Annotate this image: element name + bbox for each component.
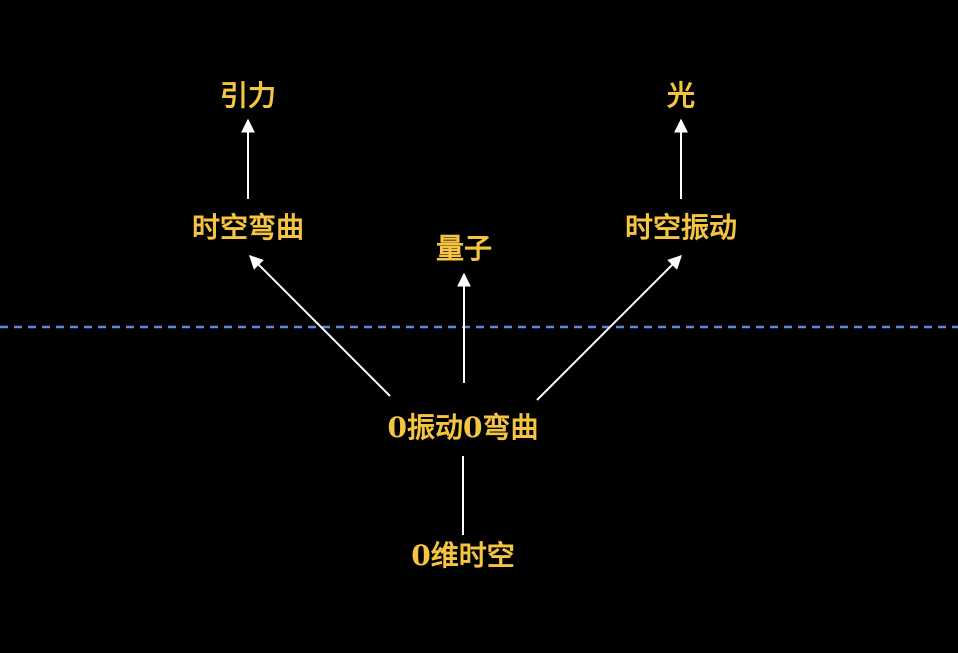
node-spacetime-curvature: 时空弯曲 xyxy=(191,211,305,244)
arrow-to-spacetime-vibration xyxy=(536,255,682,401)
node-spacetime-0d: 0维时空 xyxy=(411,539,515,572)
node-quantum: 量子 xyxy=(435,232,493,265)
node-light: 光 xyxy=(666,79,696,112)
node-gravity: 引力 xyxy=(219,79,277,112)
node-spacetime-vibration: 时空振动 xyxy=(624,211,738,244)
arrow-to-spacetime-curvature xyxy=(249,255,391,397)
node-zero-vibration-zero-curvature: 0振动0弯曲 xyxy=(387,411,539,444)
